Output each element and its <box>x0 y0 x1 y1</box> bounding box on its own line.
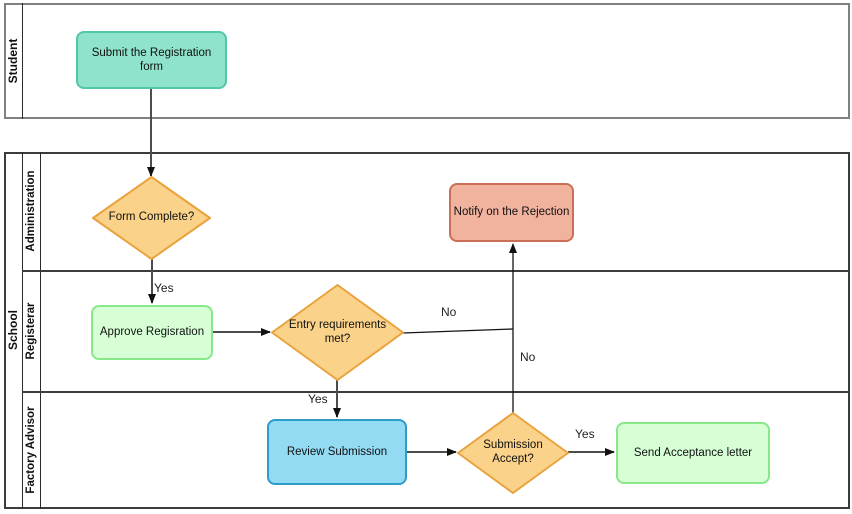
lane-label-registerar: Registerar <box>25 302 37 360</box>
flow-node-approve[interactable]: Approve Regisration <box>91 305 213 360</box>
lane-boundary <box>22 270 848 272</box>
lane-boundary <box>22 391 848 393</box>
edge-label-no-3: No <box>441 305 457 319</box>
pool-label-school: School <box>6 310 20 351</box>
edge-label-yes-7: Yes <box>575 427 595 441</box>
pool-school <box>4 152 850 509</box>
pool-school-divider <box>40 152 41 509</box>
flow-node-entry[interactable] <box>271 284 404 381</box>
edge-label-no-4: No <box>520 350 536 364</box>
flow-node-accept[interactable] <box>457 412 569 494</box>
pool-school-divider <box>22 152 23 509</box>
edge-label-yes-5: Yes <box>308 392 328 406</box>
edge-label-yes-1: Yes <box>154 281 174 295</box>
flow-node-notify[interactable]: Notify on the Rejection <box>449 183 574 242</box>
lane-label-factory-advisor: Factory Advisor <box>25 406 37 494</box>
flow-node-submit[interactable]: Submit the Registration form <box>76 31 227 89</box>
flow-node-review[interactable]: Review Submission <box>267 419 407 485</box>
pool-label-student: Student <box>6 38 20 84</box>
pool-student-divider <box>22 3 23 119</box>
lane-label-administration: Administration <box>25 170 37 252</box>
flow-node-form-complete[interactable] <box>92 176 211 260</box>
pool-student <box>4 3 850 119</box>
flow-node-send[interactable]: Send Acceptance letter <box>616 422 770 484</box>
